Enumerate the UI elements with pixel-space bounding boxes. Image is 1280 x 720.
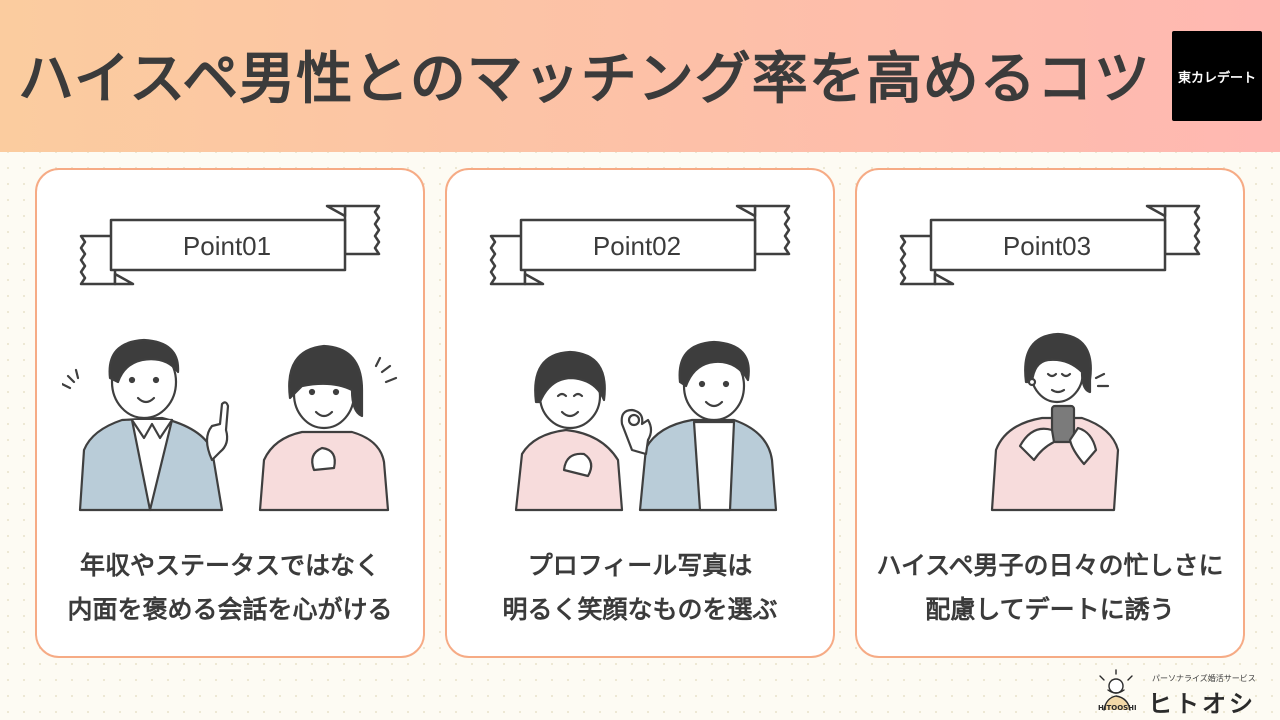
brand-logo: 東カレデート <box>1172 31 1262 121</box>
point-label: Point03 <box>1002 230 1092 261</box>
point-label: Point01 <box>182 230 272 261</box>
card-text-line-2: 明るく笑顔なものを選ぶ <box>502 595 778 624</box>
smiling-couple-illustration <box>514 340 778 512</box>
card-text-line-2: 配慮してデートに誘う <box>925 595 1175 624</box>
point-card-2: Point02 プロフィール写真は 明るく笑顔な <box>445 168 835 658</box>
footer-tagline: パーソナライズ婚活サービス <box>1152 674 1256 683</box>
card-text-line-1: 年収やステータスではなく <box>79 551 380 580</box>
card-text-line-1: ハイスペ男子の日々の忙しさに <box>876 551 1224 580</box>
card-description: プロフィール写真は 明るく笑顔なものを選ぶ <box>447 544 833 632</box>
footer-mini-label: HITOOSHI <box>1098 704 1137 712</box>
page-title: ハイスペ男性とのマッチング率を高めるコツ <box>18 47 1151 112</box>
ribbon-banner-icon <box>899 204 1201 286</box>
point-label: Point02 <box>592 230 682 261</box>
card-text-line-1: プロフィール写真は <box>527 551 753 580</box>
hitooshi-mascot-icon <box>1099 669 1133 711</box>
card-description: 年収やステータスではなく 内面を褒める会話を心がける <box>37 544 423 632</box>
point-card-1: Point01 <box>35 168 425 658</box>
footer-brand-name: ヒトオシ <box>1148 690 1256 718</box>
ribbon-banner-icon <box>79 204 381 286</box>
point-card-3: Point03 ハイスペ男子の日々の忙しさに 配慮してデートに誘う <box>855 168 1245 658</box>
woman-with-smartphone-illustration <box>990 332 1120 512</box>
header-banner: ハイスペ男性とのマッチング率を高めるコツ 東カレデート <box>0 0 1280 152</box>
card-text-line-2: 内面を褒める会話を心がける <box>67 595 393 624</box>
man-woman-talking-illustration <box>62 338 398 512</box>
card-description: ハイスペ男子の日々の忙しさに 配慮してデートに誘う <box>857 544 1243 632</box>
ribbon-banner-icon <box>489 204 791 286</box>
